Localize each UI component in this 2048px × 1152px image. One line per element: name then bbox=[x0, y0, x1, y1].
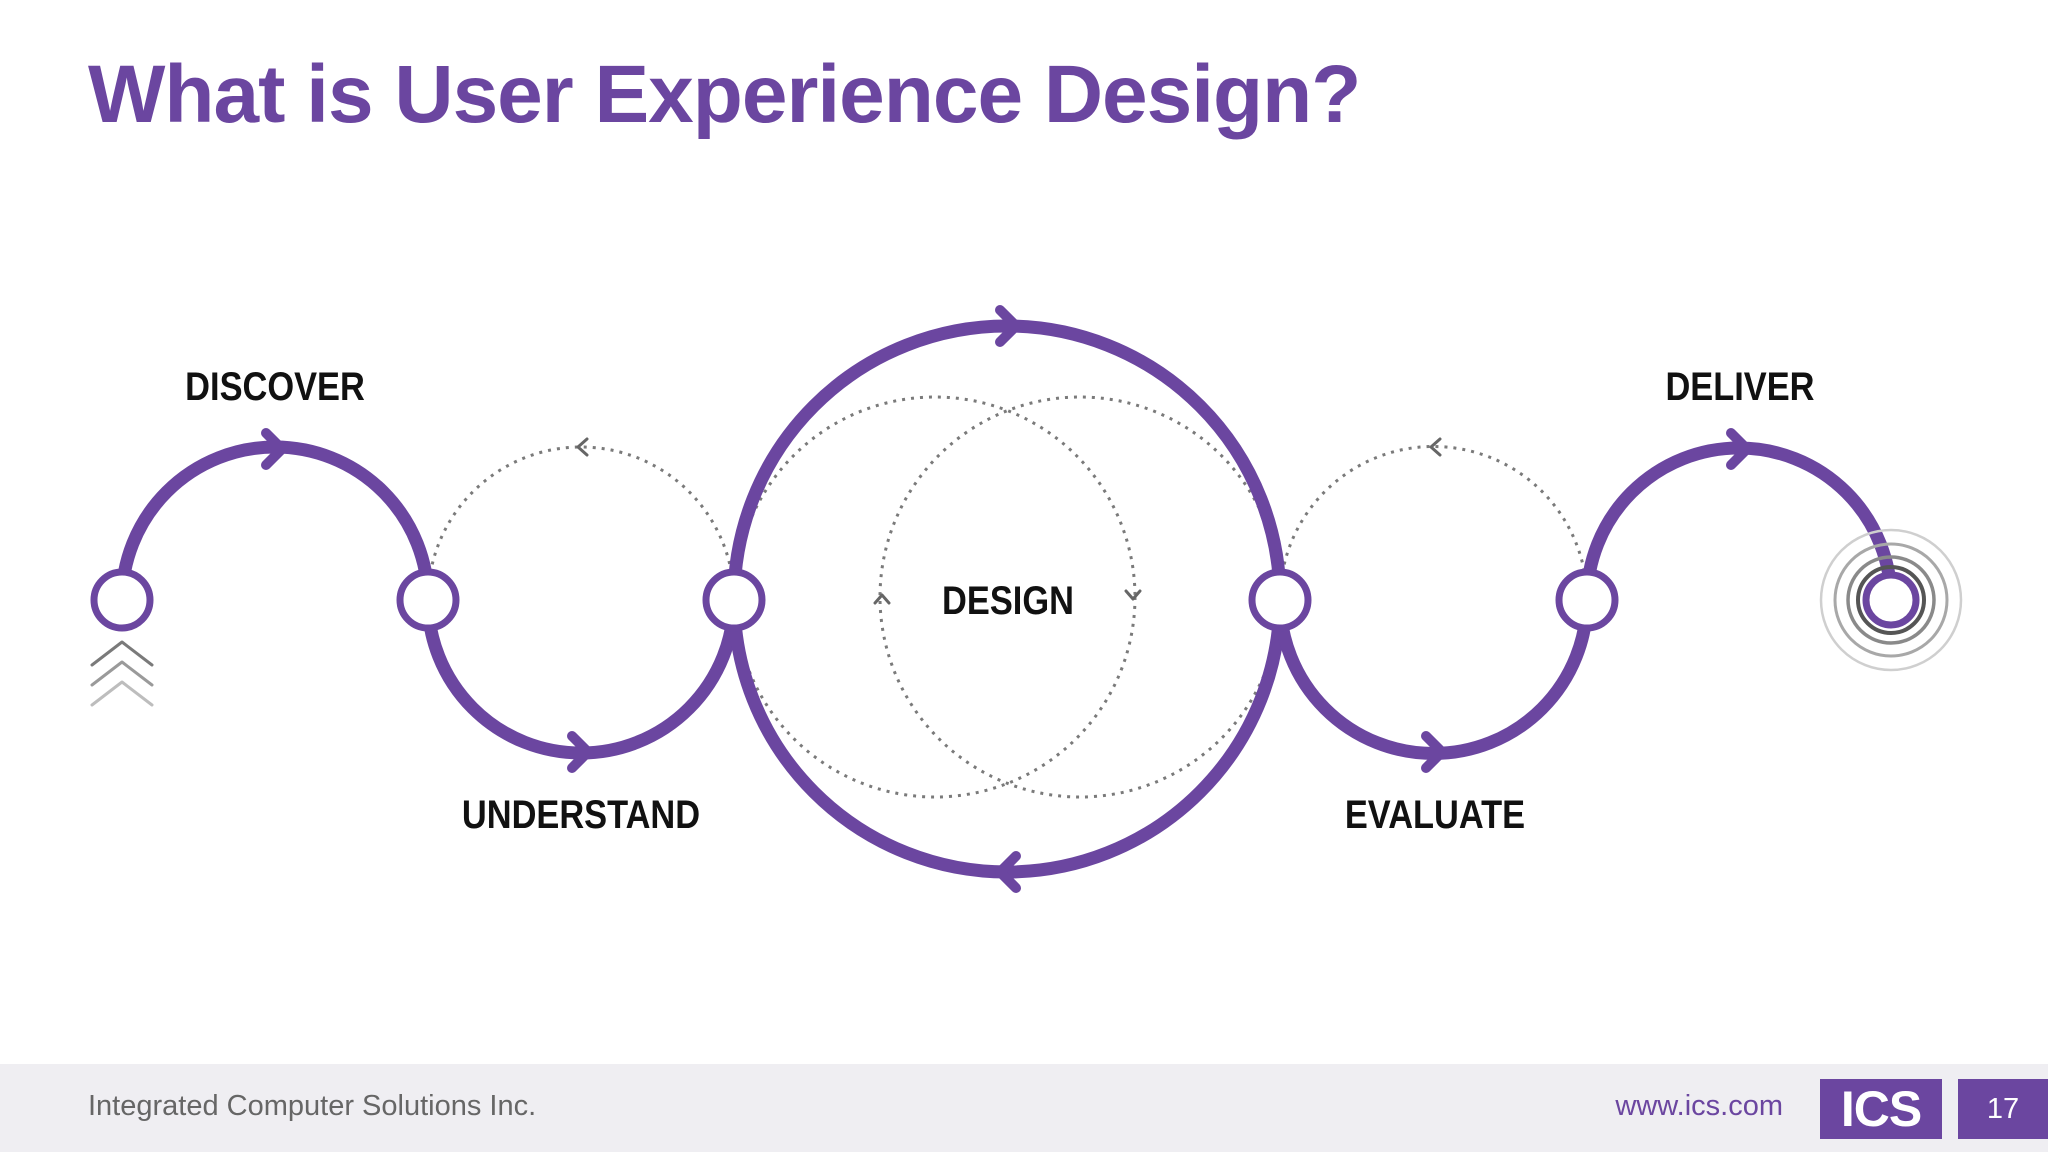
chevron-left-icon bbox=[576, 437, 589, 457]
chevron-up-icon bbox=[873, 593, 891, 605]
ics-logo: ICS bbox=[1820, 1079, 1942, 1139]
path-arrows bbox=[261, 305, 1752, 893]
stage-label-evaluate: EVALUATE bbox=[1345, 792, 1525, 837]
evaluate-deliver-node bbox=[1555, 568, 1619, 632]
design-left-dotted-circle bbox=[733, 395, 1137, 799]
chevron-right-icon bbox=[1421, 731, 1447, 773]
discover-arc bbox=[115, 440, 435, 601]
chevron-left-icon bbox=[995, 851, 1021, 893]
chevron-right-icon bbox=[567, 731, 593, 773]
stage-label-design: DESIGN bbox=[942, 578, 1074, 623]
company-name: Integrated Computer Solutions Inc. bbox=[88, 1090, 537, 1122]
chevron-left-icon bbox=[1429, 437, 1442, 457]
chevron-right-icon bbox=[261, 428, 287, 470]
understand-arc bbox=[421, 599, 741, 760]
target-icon bbox=[1819, 528, 1963, 672]
start-node bbox=[90, 568, 154, 632]
dotted-loop-chevrons bbox=[576, 437, 1442, 605]
deliver-arc bbox=[1580, 441, 1898, 601]
website-link[interactable]: www.ics.com bbox=[1615, 1090, 1783, 1122]
design-right-dotted-circle bbox=[878, 395, 1282, 799]
chevron-right-icon bbox=[1726, 428, 1752, 470]
ux-process-diagram: DISCOVER UNDERSTAND DESIGN EVALUATE DELI… bbox=[90, 305, 1963, 893]
slide-footer: Integrated Computer Solutions Inc. www.i… bbox=[0, 1064, 2048, 1152]
stage-label-discover: DISCOVER bbox=[185, 364, 365, 409]
stage-label-understand: UNDERSTAND bbox=[462, 792, 700, 837]
evaluate-return-loop bbox=[1278, 445, 1589, 601]
slide-title: What is User Experience Design? bbox=[88, 49, 1361, 140]
start-up-arrows-icon bbox=[90, 640, 154, 707]
page-number: 17 bbox=[1958, 1079, 2048, 1139]
chevron-down-icon bbox=[1124, 589, 1142, 601]
stage-label-deliver: DELIVER bbox=[1665, 364, 1814, 409]
design-evaluate-node bbox=[1248, 568, 1312, 632]
discover-understand-node bbox=[396, 568, 460, 632]
stage-nodes bbox=[90, 568, 1619, 632]
understand-design-node bbox=[702, 568, 766, 632]
chevron-right-icon bbox=[995, 305, 1021, 347]
understand-return-loop bbox=[426, 445, 736, 601]
evaluate-arc bbox=[1273, 599, 1594, 760]
